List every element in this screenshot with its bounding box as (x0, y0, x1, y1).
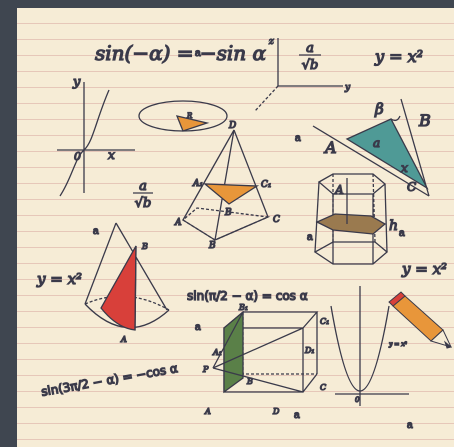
cube-a1-label: A₁ (212, 348, 222, 357)
fraction-top-numerator: a (306, 41, 314, 56)
hexagonal-prism-diagram: A h (313, 173, 399, 265)
pyramid-a1-label: A₁ (192, 179, 203, 189)
right-triangle-diagram: A B C β a x (312, 98, 432, 197)
parabola-formula-label: y = x² (388, 341, 408, 348)
cube-d1-label: D₁ (304, 346, 315, 355)
cube-c-label: C (320, 383, 326, 392)
pyramid-b2-label: B (208, 241, 216, 251)
math-sketch-paper: sin(−α) = −sin α a √b y = x² z y y 0 x (17, 8, 454, 447)
cone-a-label: A (120, 335, 127, 344)
cube-c1-label: C₁ (320, 317, 329, 326)
graph-origin-label: 0 (74, 150, 81, 163)
triangle-beta-label: β (374, 100, 384, 118)
watermark-4: a (307, 232, 313, 243)
fraction-top-denominator: √b (302, 58, 319, 73)
cube-d-label: D (272, 407, 280, 416)
cube-a-label: A (204, 407, 211, 416)
axis-z-label: z (268, 37, 274, 47)
triangle-c-label: C (407, 180, 416, 194)
watermark-1: a (195, 48, 201, 59)
fraction-mid-numerator: a (139, 179, 147, 194)
axis-y-label: y (344, 83, 351, 93)
circle-r-label: R (186, 112, 193, 120)
axes-3d-diagram: z y (254, 36, 352, 112)
pencil-icon (388, 291, 453, 349)
formula-y-x2-left: y = x² (36, 270, 82, 288)
watermark-5: a (195, 322, 201, 333)
pyramid-d-label: D (228, 121, 236, 131)
graph-x-label: x (108, 148, 115, 162)
watermark-8: a (407, 420, 413, 431)
cubic-graph: y 0 x (57, 74, 135, 197)
graph-y-label: y (72, 75, 81, 90)
cube-diagram: A₁ B₁ C₁ D₁ B C A D P (201, 302, 330, 416)
triangle-x-label: x (401, 161, 408, 175)
triangle-a-label: A (323, 138, 337, 157)
pyramid-a-label: A (174, 218, 182, 228)
formula-y-x2-top: y = x² (374, 47, 423, 66)
circle-sector-diagram: R (138, 100, 228, 132)
cone-diagram: B A (84, 222, 170, 345)
pyramid-diagram: D A₁ C₁ B A C B (173, 120, 280, 251)
watermark-7: a (294, 410, 300, 421)
cube-b1-label: B₁ (238, 303, 248, 312)
watermark-3: a (93, 226, 99, 237)
fraction-mid-denominator: √b (135, 196, 152, 211)
parabola-graph: 0 y = x² (330, 286, 409, 406)
prism-a-label: A (334, 183, 344, 197)
cone-b-label: B (141, 242, 148, 251)
triangle-a-side-label: a (373, 136, 380, 150)
cube-b-label: B (246, 377, 253, 386)
watermark-2: a (295, 133, 301, 144)
prism-h-label: h (389, 218, 398, 234)
triangle-b-label: B (418, 111, 431, 130)
formula-sin-3pi-half: sin(3π/2 − α) = −cos α (40, 361, 179, 399)
formula-y-x2-right: y = x² (401, 260, 447, 278)
pyramid-c-label: C (273, 215, 280, 225)
formula-sin-pi-half: sin(π/2 − α) = cos α (187, 289, 308, 303)
cube-p-label: P (202, 365, 209, 374)
math-sketch-svg: sin(−α) = −sin α a √b y = x² z y y 0 x (35, 36, 453, 432)
watermark-6: a (399, 228, 405, 239)
parabola-origin-label: 0 (355, 396, 360, 404)
formula-sin-neg: sin(−α) = −sin α (95, 41, 267, 65)
pyramid-b-label: B (224, 208, 232, 218)
pyramid-c1-label: C₁ (261, 180, 272, 190)
